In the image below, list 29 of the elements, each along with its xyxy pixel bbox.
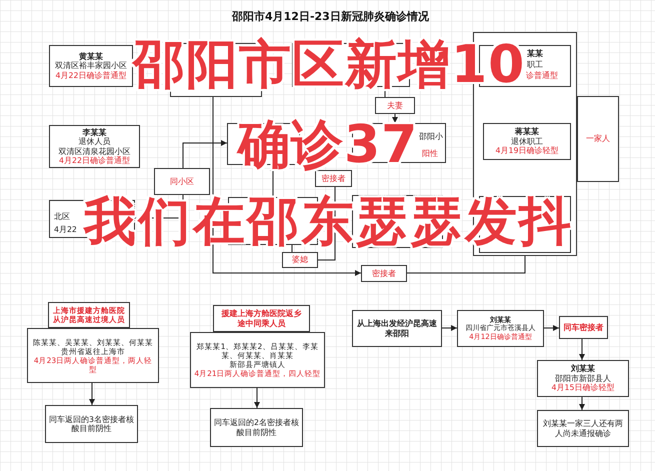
note-box	[537, 410, 629, 447]
relation-box	[559, 316, 608, 339]
case-box	[457, 310, 544, 347]
relation-box	[577, 96, 619, 182]
arrow	[182, 140, 228, 168]
relation-box	[315, 170, 352, 187]
note-box	[45, 405, 138, 443]
relation-box	[375, 97, 415, 114]
case-box	[49, 125, 140, 168]
group-header-box	[213, 305, 310, 332]
note-box	[210, 408, 303, 447]
relation-box	[154, 168, 210, 195]
arrow	[579, 396, 585, 410]
arrow	[442, 325, 458, 331]
case-box	[483, 123, 571, 160]
relation-box	[282, 252, 318, 268]
case-box	[537, 360, 629, 397]
case-box	[49, 45, 133, 87]
connector-line	[318, 186, 336, 260]
arrow	[544, 325, 560, 331]
arrow	[254, 388, 260, 408]
case-box	[27, 328, 159, 383]
diagram-title: 邵阳市4月12日-23日新冠肺炎确诊情况	[232, 9, 429, 24]
route-box	[352, 310, 442, 347]
group-header-box	[48, 302, 130, 328]
arrow	[89, 382, 95, 406]
arrow	[579, 338, 585, 360]
case-box	[190, 332, 325, 388]
relation-box	[361, 265, 407, 282]
